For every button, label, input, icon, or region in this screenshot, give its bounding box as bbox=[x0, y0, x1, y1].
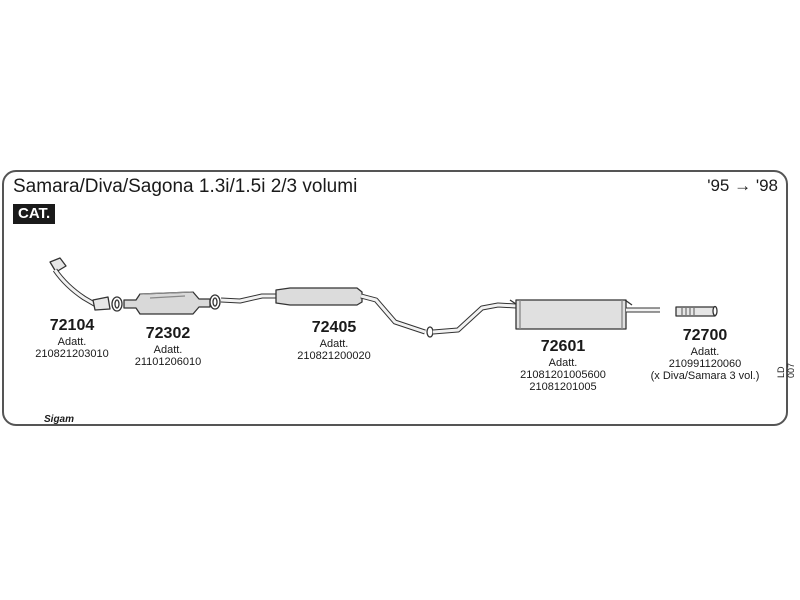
part-label: Adatt. bbox=[153, 344, 183, 356]
catalyst-72302 bbox=[123, 291, 221, 315]
diagram-panel bbox=[2, 170, 788, 426]
part-number: 210991120060 bbox=[668, 358, 742, 370]
front-pipe-72104 bbox=[49, 257, 123, 312]
part-code: 72700 bbox=[682, 327, 728, 344]
part-label-72405: 72405 Adatt. 210821200020 bbox=[279, 318, 389, 362]
rear-silencer-72601 bbox=[432, 299, 660, 335]
page-title: Samara/Diva/Sagona 1.3i/1.5i 2/3 volumi bbox=[13, 176, 358, 197]
part-number: 21081201005600 bbox=[520, 369, 606, 381]
tail-pipe-72700 bbox=[675, 305, 718, 317]
part-label-72104: 72104 Adatt. 210821203010 bbox=[22, 316, 122, 360]
part-code: 72405 bbox=[311, 319, 357, 336]
cat-badge: CAT. bbox=[13, 204, 56, 224]
part-label: Adatt. bbox=[690, 346, 720, 358]
part-code: 72302 bbox=[145, 325, 191, 342]
part-label: Adatt. bbox=[57, 336, 87, 348]
part-number: 210821203010 bbox=[35, 348, 109, 360]
part-number: 21101206010 bbox=[134, 356, 202, 368]
part-label-72601: 72601 Adatt. 21081201005600 21081201005 bbox=[508, 337, 618, 393]
intermediate-pipe-72405 bbox=[220, 287, 434, 338]
part-label-72302: 72302 Adatt. 21101206010 bbox=[118, 324, 218, 368]
part-label-72700: 72700 Adatt. 210991120060 (x Diva/Samara… bbox=[640, 326, 770, 382]
part-label: Adatt. bbox=[548, 357, 578, 369]
brand-logo: Sigam bbox=[44, 414, 75, 425]
part-number: 21081201005 bbox=[529, 381, 597, 393]
document-reference: LD 007 bbox=[776, 362, 796, 378]
year-range: '95 → '98 bbox=[707, 176, 778, 195]
part-code: 72104 bbox=[49, 317, 95, 334]
part-note: (x Diva/Samara 3 vol.) bbox=[650, 370, 760, 382]
part-number: 210821200020 bbox=[297, 350, 371, 362]
part-label: Adatt. bbox=[319, 338, 349, 350]
part-code: 72601 bbox=[540, 338, 586, 355]
